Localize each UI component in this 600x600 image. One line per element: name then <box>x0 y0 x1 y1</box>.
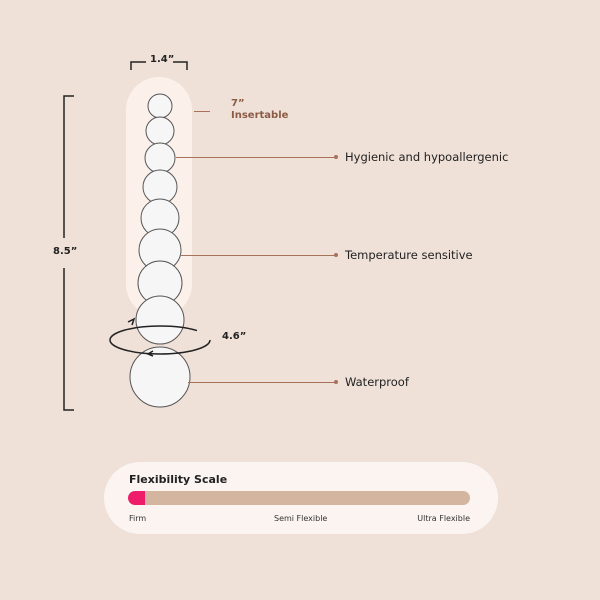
feature-waterproof: Waterproof <box>345 375 409 389</box>
feature-line <box>181 255 336 256</box>
circumference-dimension: 4.6” <box>222 331 247 342</box>
scale-label-ultra: Ultra Flexible <box>417 514 470 523</box>
insertable-line <box>194 111 210 112</box>
glass-beads <box>129 93 191 408</box>
insertable-value: 7” <box>231 98 245 109</box>
flexibility-fill <box>128 491 146 505</box>
feature-line <box>188 382 336 383</box>
scale-label-firm: Firm <box>129 514 147 523</box>
width-bracket <box>130 61 188 70</box>
feature-temperature: Temperature sensitive <box>345 248 473 262</box>
width-dimension: 1.4” <box>150 54 175 65</box>
feature-dot <box>334 155 338 159</box>
flexibility-title: Flexibility Scale <box>129 473 228 486</box>
feature-hygienic: Hygienic and hypoallergenic <box>345 150 509 164</box>
flexibility-scale-card: Flexibility Scale Firm Semi Flexible Ult… <box>104 462 498 534</box>
feature-dot <box>334 380 338 384</box>
insertable-label: 7” Insertable <box>231 98 288 122</box>
flexibility-bar <box>128 491 470 505</box>
feature-line <box>176 157 336 158</box>
circumference-arrow <box>109 325 211 355</box>
scale-label-semi: Semi Flexible <box>274 514 328 523</box>
length-bracket <box>63 95 74 411</box>
feature-dot <box>334 253 338 257</box>
length-dimension: 8.5” <box>53 246 78 257</box>
insertable-text: Insertable <box>231 110 289 121</box>
